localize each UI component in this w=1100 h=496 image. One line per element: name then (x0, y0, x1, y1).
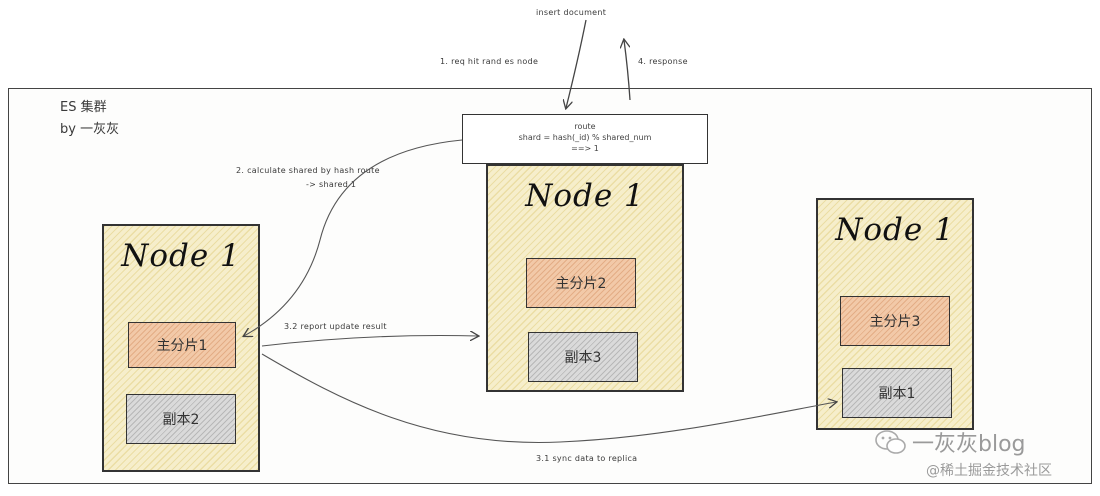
node-title: Node 1 (835, 212, 955, 248)
node-title: Node 1 (525, 178, 645, 214)
route-box: route shard = hash(_id) % shared_num ==>… (462, 114, 708, 164)
watermark-brand: 一灰灰blog (874, 426, 1026, 458)
node-title: Node 1 (121, 238, 241, 274)
route-formula: shard = hash(_id) % shared_num (518, 133, 652, 142)
calculate-shard-label: 2. calculate shared by hash route (236, 166, 380, 175)
response-arrow (624, 40, 631, 101)
cluster-title: ES 集群 (60, 100, 107, 115)
node-card: Node 1 主分片2 副本3 (486, 164, 684, 392)
calculate-shard-result-label: -> shared 1 (306, 180, 357, 189)
cluster-author: by 一灰灰 (60, 122, 120, 137)
request-arrow (566, 19, 587, 108)
response-label: 4. response (638, 57, 688, 66)
watermark-site: @稀土掘金技术社区 (926, 463, 1052, 479)
report-result-label: 3.2 report update result (284, 322, 387, 331)
node-card: Node 1 主分片1 副本2 (102, 224, 260, 472)
primary-shard: 主分片2 (526, 258, 636, 308)
wechat-icon (875, 430, 906, 454)
sync-replica-label: 3.1 sync data to replica (536, 454, 638, 463)
primary-shard: 主分片1 (128, 322, 236, 368)
replica-shard: 副本3 (528, 332, 638, 382)
report-result-arrow (261, 335, 478, 347)
replica-shard: 副本2 (126, 394, 236, 444)
calculate-shard-arrow (244, 139, 463, 336)
request-label: 1. req hit rand es node (440, 57, 539, 66)
node-card: Node 1 主分片3 副本1 (816, 198, 974, 430)
primary-shard: 主分片3 (840, 296, 950, 346)
sync-replica-arrow (261, 353, 836, 444)
replica-shard: 副本1 (842, 368, 952, 418)
route-label: route (574, 122, 596, 131)
watermark-brand-text: 一灰灰blog (912, 432, 1026, 457)
insert-document-label: insert document (536, 8, 607, 17)
route-result: ==> 1 (571, 144, 599, 153)
